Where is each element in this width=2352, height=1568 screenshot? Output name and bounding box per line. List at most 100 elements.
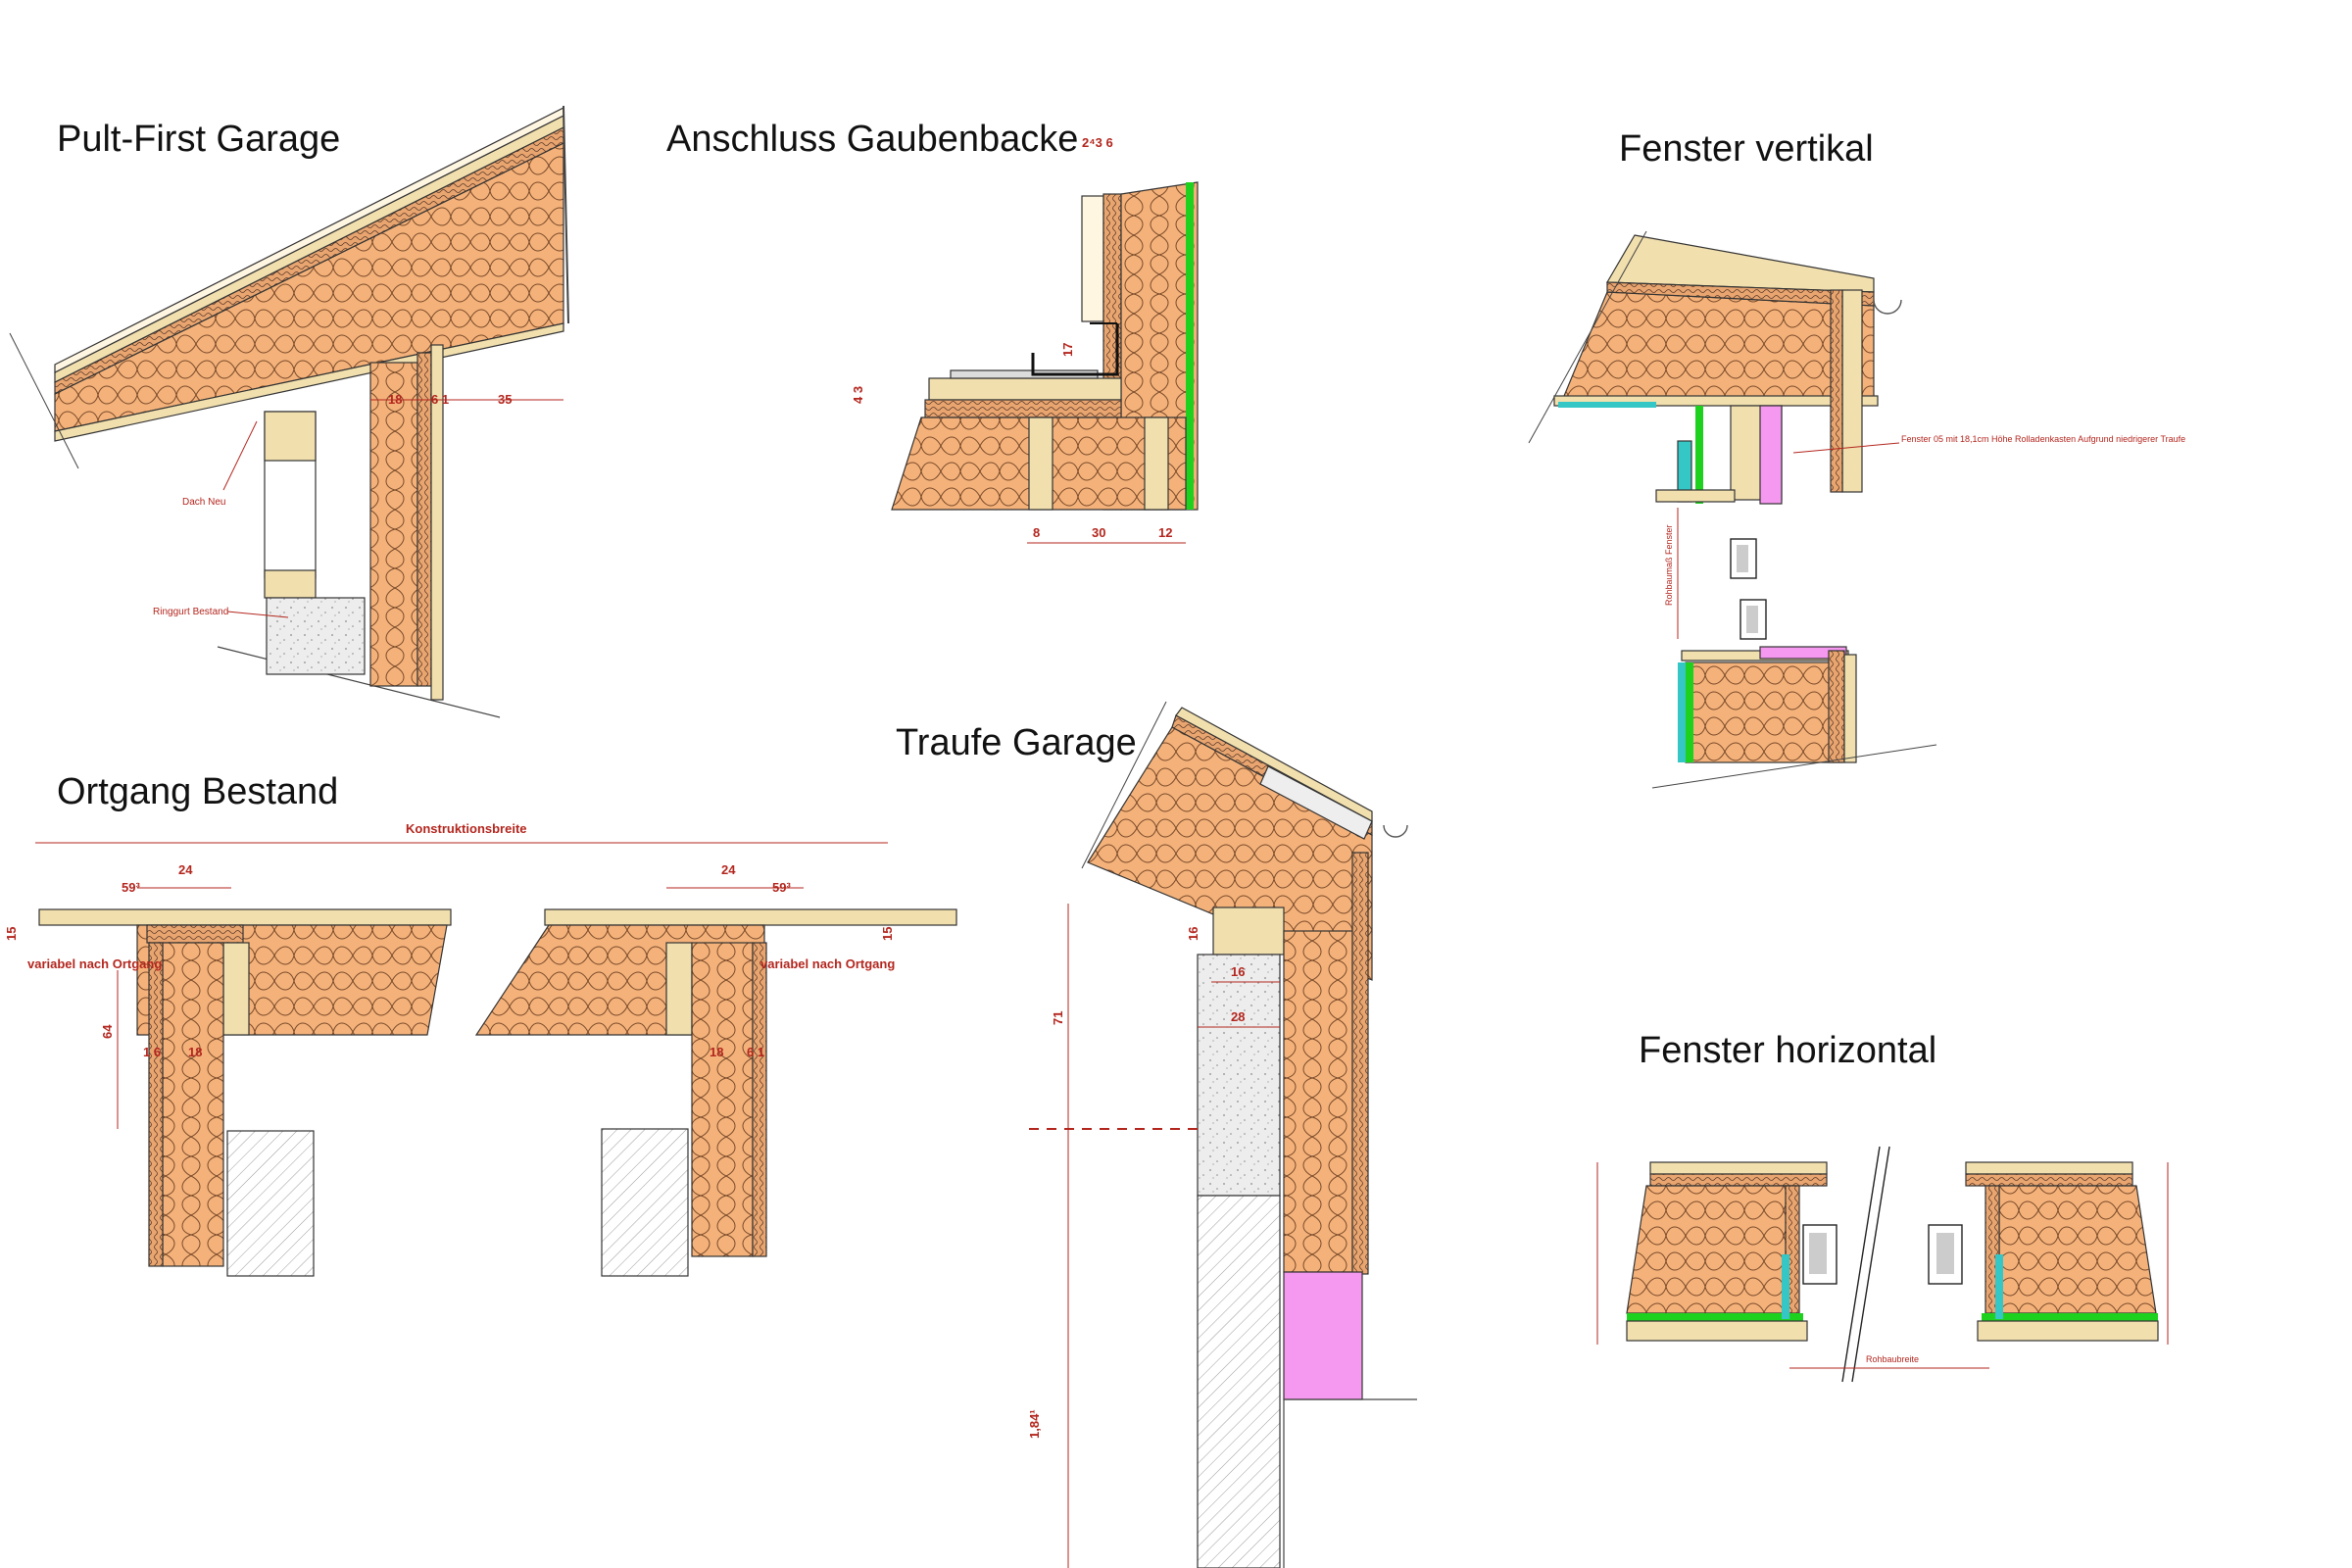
fh-right-cyan	[1995, 1254, 2003, 1319]
sill-beam	[264, 569, 317, 599]
ortgang-right-wall-fiberboard	[752, 942, 767, 1257]
dim-35-pult: 35	[498, 392, 512, 407]
detail-fenster-horizontal: Fenster horizontal Rohbaubreite	[1596, 1030, 2169, 1383]
detail-fenster-vertikal: Fenster vertikal Rohbaumaß Fenster	[1528, 128, 2185, 789]
fh-right-cladding	[1965, 1161, 2133, 1175]
dim-18-ortgang-right: 18	[710, 1045, 723, 1059]
rafter-gauben	[1028, 416, 1054, 511]
flashing-profile	[1031, 323, 1119, 376]
detail-title-ortgang: Ortgang Bestand	[57, 771, 338, 812]
ortgang-left-fiberboard	[146, 924, 244, 944]
cut-line	[9, 332, 79, 469]
wall-cladding-upper	[1841, 289, 1863, 493]
label-variabel-right: variabel nach Ortgang	[760, 956, 895, 971]
ortgang-right-wall-insulation	[691, 942, 754, 1257]
roof-insulation	[54, 142, 564, 432]
dim-17-gauben: 17	[1060, 343, 1075, 357]
shutter-box	[1759, 405, 1783, 505]
window-glass-top	[1737, 545, 1748, 572]
detail-title-traufe: Traufe Garage	[896, 722, 1137, 763]
detail-traufe-garage: Traufe Garage 71 1,84¹ 16 16 28	[896, 701, 1417, 1568]
dim-konstruktionsbreite: Konstruktionsbreite	[406, 821, 527, 836]
dim-1-6: 1 6	[143, 1045, 161, 1059]
fh-left-fiberboard	[1649, 1173, 1828, 1187]
detail-title-fenster-vertikal: Fenster vertikal	[1619, 128, 1874, 170]
leader-note-fenster	[1792, 442, 1900, 454]
eave-insulation	[1563, 291, 1875, 405]
dim-71: 71	[1051, 1011, 1065, 1025]
lintel	[264, 411, 317, 462]
dim-12-gauben: 12	[1158, 525, 1172, 540]
detail-title-gaubenbacke: Anschluss Gaubenbacke	[666, 119, 1078, 160]
traufe-gutter-icon	[1383, 824, 1408, 838]
dim-16-vertical: 16	[1186, 927, 1200, 941]
dim-8-gauben: 8	[1033, 525, 1040, 540]
ortgang-left-wall-insulation	[162, 942, 224, 1267]
ortgang-right-board	[544, 908, 957, 926]
ortgang-left-wall-fiberboard	[148, 942, 164, 1267]
dim-4-3-gauben: 4 3	[851, 386, 865, 404]
fh-left-glass	[1809, 1233, 1827, 1274]
dim-top-gauben: 2⁴3 6	[1082, 135, 1113, 150]
label-dach-neu: Dach Neu	[182, 497, 225, 508]
fh-left-cyan	[1782, 1254, 1789, 1319]
fh-right-insulation	[1998, 1185, 2157, 1314]
traufe-wall-insulation	[1283, 930, 1353, 1273]
lower-membrane	[1686, 662, 1693, 762]
detail-anschluss-gaubenbacke: Anschluss Gaubenbacke 2⁴3 6 17 4 3 8 30 …	[666, 119, 1199, 544]
ringgurt-existing	[266, 597, 366, 675]
soffit-board	[1553, 395, 1879, 407]
dim-15-right: 15	[880, 927, 895, 941]
wall-cladding	[430, 344, 444, 701]
fh-break-line	[1841, 1146, 1881, 1383]
dim-15-left: 15	[4, 927, 19, 941]
fh-left-insulation	[1626, 1185, 1796, 1314]
ortgang-left-rafter	[222, 942, 250, 1036]
dim-24-left: 24	[178, 862, 193, 877]
ortgang-left-board	[38, 908, 452, 926]
traufe-masonry	[1197, 1195, 1281, 1568]
dim-6-1-pult: 6 1	[431, 392, 449, 407]
ortgang-left-masonry	[226, 1130, 315, 1277]
traufe-wall-fiberboard	[1351, 852, 1369, 1275]
lower-membrane-cyan	[1678, 662, 1686, 762]
window-head-frame	[1655, 489, 1736, 503]
label-rohbaumass: Rohbaumaß Fenster	[1664, 524, 1674, 606]
traufe-base-zone	[1283, 1271, 1363, 1400]
membrane-upper	[1695, 406, 1703, 504]
fh-left-inner-lining	[1626, 1320, 1808, 1342]
gutter-icon	[1873, 299, 1902, 315]
window-glass-bottom	[1746, 606, 1758, 633]
fh-left-cladding	[1649, 1161, 1828, 1175]
dim-184: 1,84¹	[1027, 1409, 1042, 1439]
ridge-cut	[563, 105, 569, 324]
traufe-cut-line	[1081, 701, 1167, 869]
fh-right-membrane	[1982, 1313, 2158, 1321]
dim-59-left: 59³	[122, 880, 140, 895]
roof-battens-gauben	[928, 377, 1122, 401]
roof-fiberboard-gauben	[924, 399, 1122, 418]
eave-cut-line	[1528, 230, 1647, 444]
leader-ringgurt	[226, 611, 289, 618]
ground-line	[217, 646, 501, 718]
ortgang-right-rafter	[665, 942, 693, 1036]
lower-cut-line	[1651, 744, 1937, 789]
dim-18-pult: 18	[388, 392, 402, 407]
soffit-membrane	[1558, 402, 1656, 408]
traufe-roof-tiles	[1259, 765, 1373, 840]
fh-right-inner-lining	[1977, 1320, 2159, 1342]
traufe-ringgurt	[1197, 954, 1281, 1197]
dim-6-1-ortgang: 6 1	[747, 1045, 764, 1059]
lower-insulation	[1685, 662, 1843, 763]
dim-59-right: 59³	[772, 880, 791, 895]
label-rohbaubreite: Rohbaubreite	[1866, 1354, 1919, 1364]
fh-right-glass	[1936, 1233, 1954, 1274]
dim-30-gauben: 30	[1092, 525, 1105, 540]
traufe-top-plate	[1212, 906, 1285, 956]
detail-pult-first-garage: Pult-First Garage 18 6 1 35 Dach Neu Rin…	[9, 105, 569, 718]
dim-24-right: 24	[721, 862, 736, 877]
sill-pink	[1759, 646, 1847, 660]
wall-insulation	[369, 362, 418, 687]
detail-title-fenster-horizontal: Fenster horizontal	[1639, 1030, 1936, 1071]
